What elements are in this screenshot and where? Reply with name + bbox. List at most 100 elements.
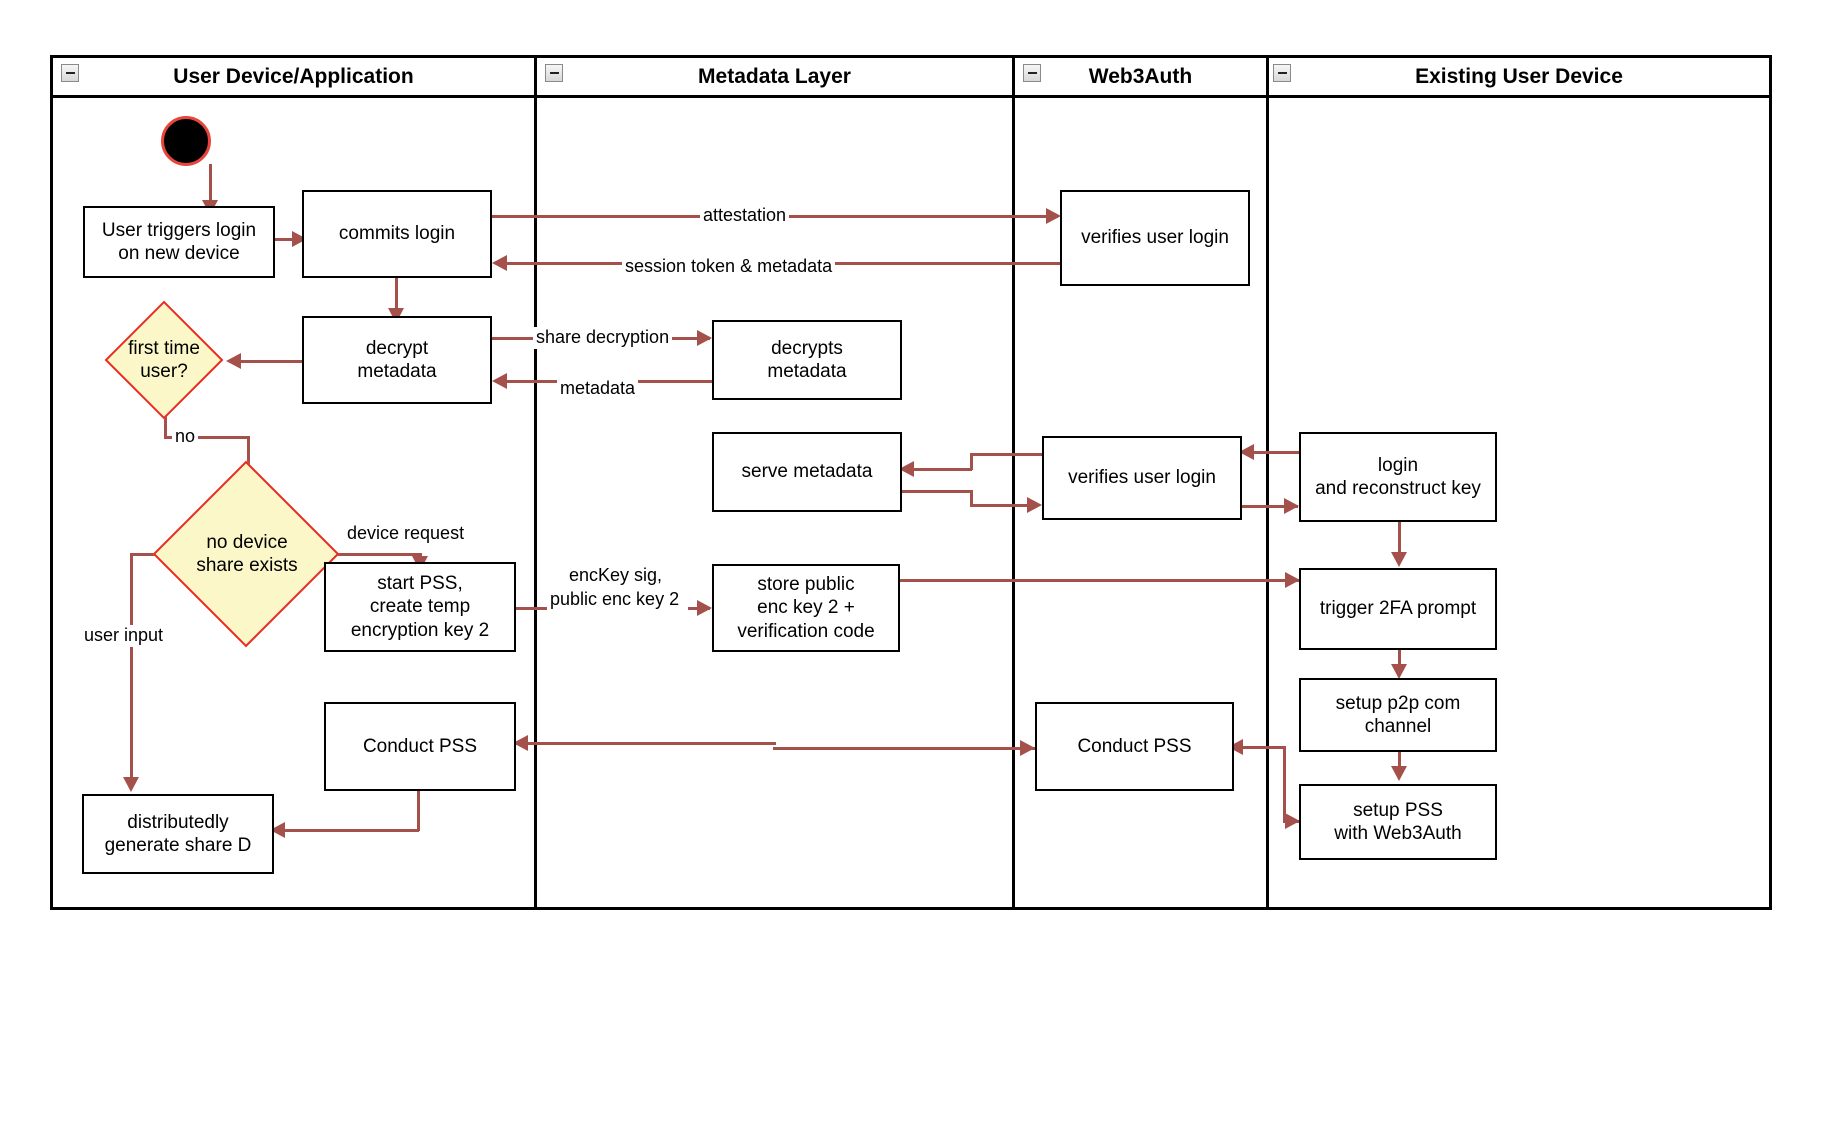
node-conduct-pss-user[interactable]: Conduct PSS [324, 702, 516, 791]
edge-firsttime-down [164, 400, 167, 438]
node-line-1: decrypts [771, 337, 843, 359]
edge-setuppss-to-conduct-v [1283, 746, 1286, 822]
edge-reconstruct-to-2fa [1398, 521, 1401, 559]
node-line-1: User triggers login [101, 219, 257, 241]
node-setup-p2p-com-channel[interactable]: setup p2p com channel [1299, 678, 1497, 752]
node-commits-login[interactable]: commits login [302, 190, 492, 278]
arrowhead-left [226, 353, 241, 369]
edge-conduct-web3auth-to-user-b [773, 747, 1035, 750]
node-line-1: store public [757, 574, 855, 596]
node-label: trigger 2FA prompt [1319, 598, 1477, 620]
arrowhead-left [492, 373, 507, 389]
lane-header-web3auth[interactable]: Web3Auth [1015, 58, 1269, 98]
node-line-3: verification code [737, 620, 875, 642]
edge-p2p-to-setuppss [1398, 752, 1401, 777]
node-decrypt-metadata[interactable]: decrypt metadata [302, 316, 492, 404]
edge-verify2-to-serve-h [905, 468, 972, 471]
node-serve-metadata[interactable]: serve metadata [712, 432, 902, 512]
edge-device-request [318, 553, 421, 556]
edge-conductpss-to-share-h [278, 829, 419, 832]
lane-header-existing-user-device[interactable]: Existing User Device [1269, 58, 1769, 98]
node-user-triggers-login[interactable]: User triggers login on new device [83, 206, 275, 278]
node-trigger-2fa-prompt[interactable]: trigger 2FA prompt [1299, 568, 1497, 650]
node-login-and-reconstruct-key[interactable]: login and reconstruct key [1299, 432, 1497, 522]
node-line-2: create temp [369, 596, 471, 618]
collapse-icon-user-device-application[interactable] [61, 64, 79, 82]
decision-line-1: first time [128, 337, 200, 359]
arrowhead-right [1285, 572, 1300, 588]
edge-label-metadata: metadata [557, 378, 639, 400]
edge-label-user-input: user input [81, 625, 167, 647]
arrowhead-down [123, 777, 139, 792]
edge-serve-to-verify2-h [902, 490, 972, 493]
edge-2fa-to-p2p [1398, 650, 1401, 675]
edge-label-device-request: device request [344, 523, 468, 545]
node-line-1: decrypt [365, 337, 429, 359]
node-verifies-user-login-2[interactable]: verifies user login [1042, 436, 1242, 520]
edge-conduct-inbound [1234, 746, 1285, 749]
arrowhead-right [1285, 813, 1300, 829]
node-line-1: setup p2p com [1335, 692, 1461, 714]
node-line-2: with Web3Auth [1334, 823, 1462, 844]
start-node [161, 116, 211, 166]
node-label: commits login [338, 223, 456, 245]
decision-label: first time user? [90, 318, 238, 402]
arrowhead-right [697, 600, 712, 616]
edge-login-to-commits [275, 238, 300, 241]
node-label: serve metadata [741, 461, 873, 483]
node-label: verifies user login [1068, 467, 1216, 489]
swimlane-frame [50, 55, 1772, 910]
edge-user-input-v [130, 553, 133, 783]
edge-store-to-2fa [899, 579, 1299, 582]
lane-title: Metadata Layer [698, 64, 851, 88]
decision-line-2: share exists [196, 555, 298, 576]
node-line-2: metadata [767, 361, 847, 382]
edge-start-to-login [209, 164, 212, 206]
edge-verify2-to-reconstruct [1241, 505, 1298, 508]
collapse-icon-existing-user-device[interactable] [1273, 64, 1291, 82]
arrowhead-left [1239, 444, 1254, 460]
node-line-2: and reconstruct key [1315, 478, 1481, 499]
lane-title: Web3Auth [1088, 64, 1193, 88]
node-line-2: metadata [357, 361, 437, 382]
lane-title: User Device/Application [173, 64, 414, 88]
arrowhead-down [1391, 664, 1407, 679]
lane-header-user-device-application[interactable]: User Device/Application [53, 58, 537, 98]
node-conduct-pss-web3auth[interactable]: Conduct PSS [1035, 702, 1234, 791]
node-line-3: encryption key 2 [350, 619, 490, 641]
lane-header-metadata-layer[interactable]: Metadata Layer [537, 58, 1015, 98]
node-line-2: channel [1364, 716, 1432, 737]
node-label: Conduct PSS [362, 735, 478, 757]
node-label: verifies user login [1081, 227, 1229, 249]
node-start-pss[interactable]: start PSS, create temp encryption key 2 [324, 562, 516, 652]
node-verifies-user-login-1[interactable]: verifies user login [1060, 190, 1250, 286]
decision-line-1: no device [206, 531, 288, 553]
edge-serve-to-verify2-h2 [970, 504, 1038, 507]
collapse-icon-web3auth[interactable] [1023, 64, 1041, 82]
node-label: Conduct PSS [1077, 735, 1192, 757]
decision-no-device-share-exists[interactable]: no device share exists [152, 460, 340, 648]
arrowhead-left [899, 461, 914, 477]
decision-line-2: user? [140, 361, 188, 382]
node-distributedly-generate-share-d[interactable]: distributedly generate share D [82, 794, 274, 874]
node-setup-pss-with-web3auth[interactable]: setup PSS with Web3Auth [1299, 784, 1497, 860]
node-line-2: enc key 2 + [757, 597, 855, 619]
edge-label-enckey-sig-line2: public enc key 2 [547, 589, 683, 611]
node-line-1: start PSS, [377, 573, 463, 595]
edge-label-session-token-metadata: session token & metadata [622, 256, 836, 278]
node-line-1: setup PSS [1353, 799, 1443, 821]
lane-title: Existing User Device [1415, 64, 1623, 88]
edge-decrypt-to-firsttime [240, 360, 302, 363]
decision-first-time-user[interactable]: first time user? [90, 300, 238, 420]
node-store-public-enc-key[interactable]: store public enc key 2 + verification co… [712, 564, 900, 652]
node-decrypts-metadata[interactable]: decrypts metadata [712, 320, 902, 400]
arrowhead-left [492, 255, 507, 271]
edge-verify2-to-serve-top [970, 453, 1042, 456]
edge-label-attestation: attestation [700, 205, 790, 227]
arrowhead-right [1046, 208, 1061, 224]
collapse-icon-metadata-layer[interactable] [545, 64, 563, 82]
edge-conduct-web3auth-to-user-a [516, 742, 776, 745]
arrowhead-down [1391, 552, 1407, 567]
edge-no-horizontal [164, 436, 249, 439]
